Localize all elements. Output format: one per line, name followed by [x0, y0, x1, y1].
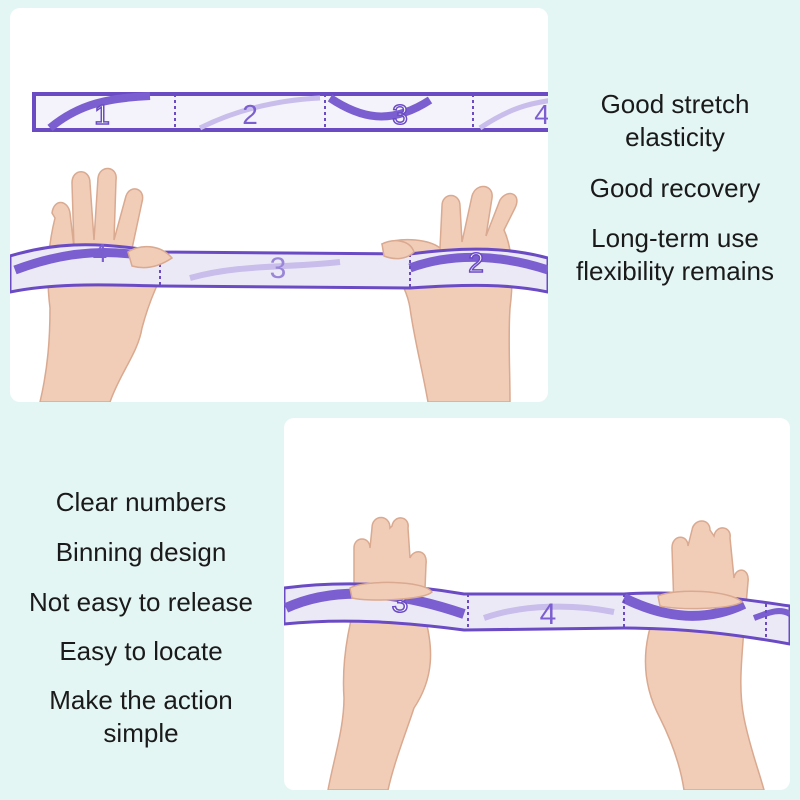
- caption-make-action-simple: Make the action simple: [10, 684, 272, 750]
- right-hand: [644, 520, 765, 790]
- caption-long-term-flexibility: Long-term use flexibility remains: [552, 222, 798, 288]
- strip-number: 1: [94, 99, 110, 130]
- caption-clear-numbers: Clear numbers: [10, 486, 272, 519]
- flat-strap-strip: 1 2 3 4: [32, 92, 548, 132]
- caption-stretch-elasticity: Good stretch elasticity: [560, 88, 790, 154]
- caption-binning-design: Binning design: [10, 536, 272, 569]
- caption-not-easy-to-release: Not easy to release: [4, 586, 278, 619]
- held-strap: 4 3 2: [10, 238, 548, 294]
- caption-easy-to-locate: Easy to locate: [10, 635, 272, 668]
- bottom-product-photo: 3 4: [284, 418, 790, 790]
- bottom-photo-illustration: 3 4: [284, 516, 790, 790]
- caption-text: Not easy to release: [28, 587, 253, 617]
- caption-text: Long-term use flexibility remains: [576, 223, 774, 286]
- strip-number: 4: [534, 99, 548, 130]
- top-product-photo: 1 2 3 4 4 3 2: [10, 8, 548, 402]
- held-strap-number: 2: [468, 247, 484, 278]
- held-strap-number: 4: [93, 238, 107, 268]
- top-photo-illustration: 1 2 3 4 4 3 2: [10, 92, 548, 402]
- right-hand: [381, 185, 518, 402]
- fingers-over-strap: [127, 239, 415, 269]
- strip-number: 3: [392, 99, 408, 130]
- caption-text: Easy to locate: [59, 636, 223, 666]
- caption-text: Binning design: [55, 537, 227, 567]
- fingers-over-strap: [349, 581, 744, 610]
- caption-text: Good recovery: [589, 173, 761, 203]
- left-hand: [327, 516, 432, 790]
- held-strap-number: 3: [270, 252, 287, 285]
- strap-number: 4: [540, 598, 557, 631]
- strip-number: 2: [242, 99, 258, 130]
- caption-text: Clear numbers: [55, 487, 227, 517]
- caption-text: Good stretch elasticity: [600, 89, 750, 152]
- caption-text: Make the action simple: [49, 685, 233, 748]
- caption-good-recovery: Good recovery: [560, 172, 790, 205]
